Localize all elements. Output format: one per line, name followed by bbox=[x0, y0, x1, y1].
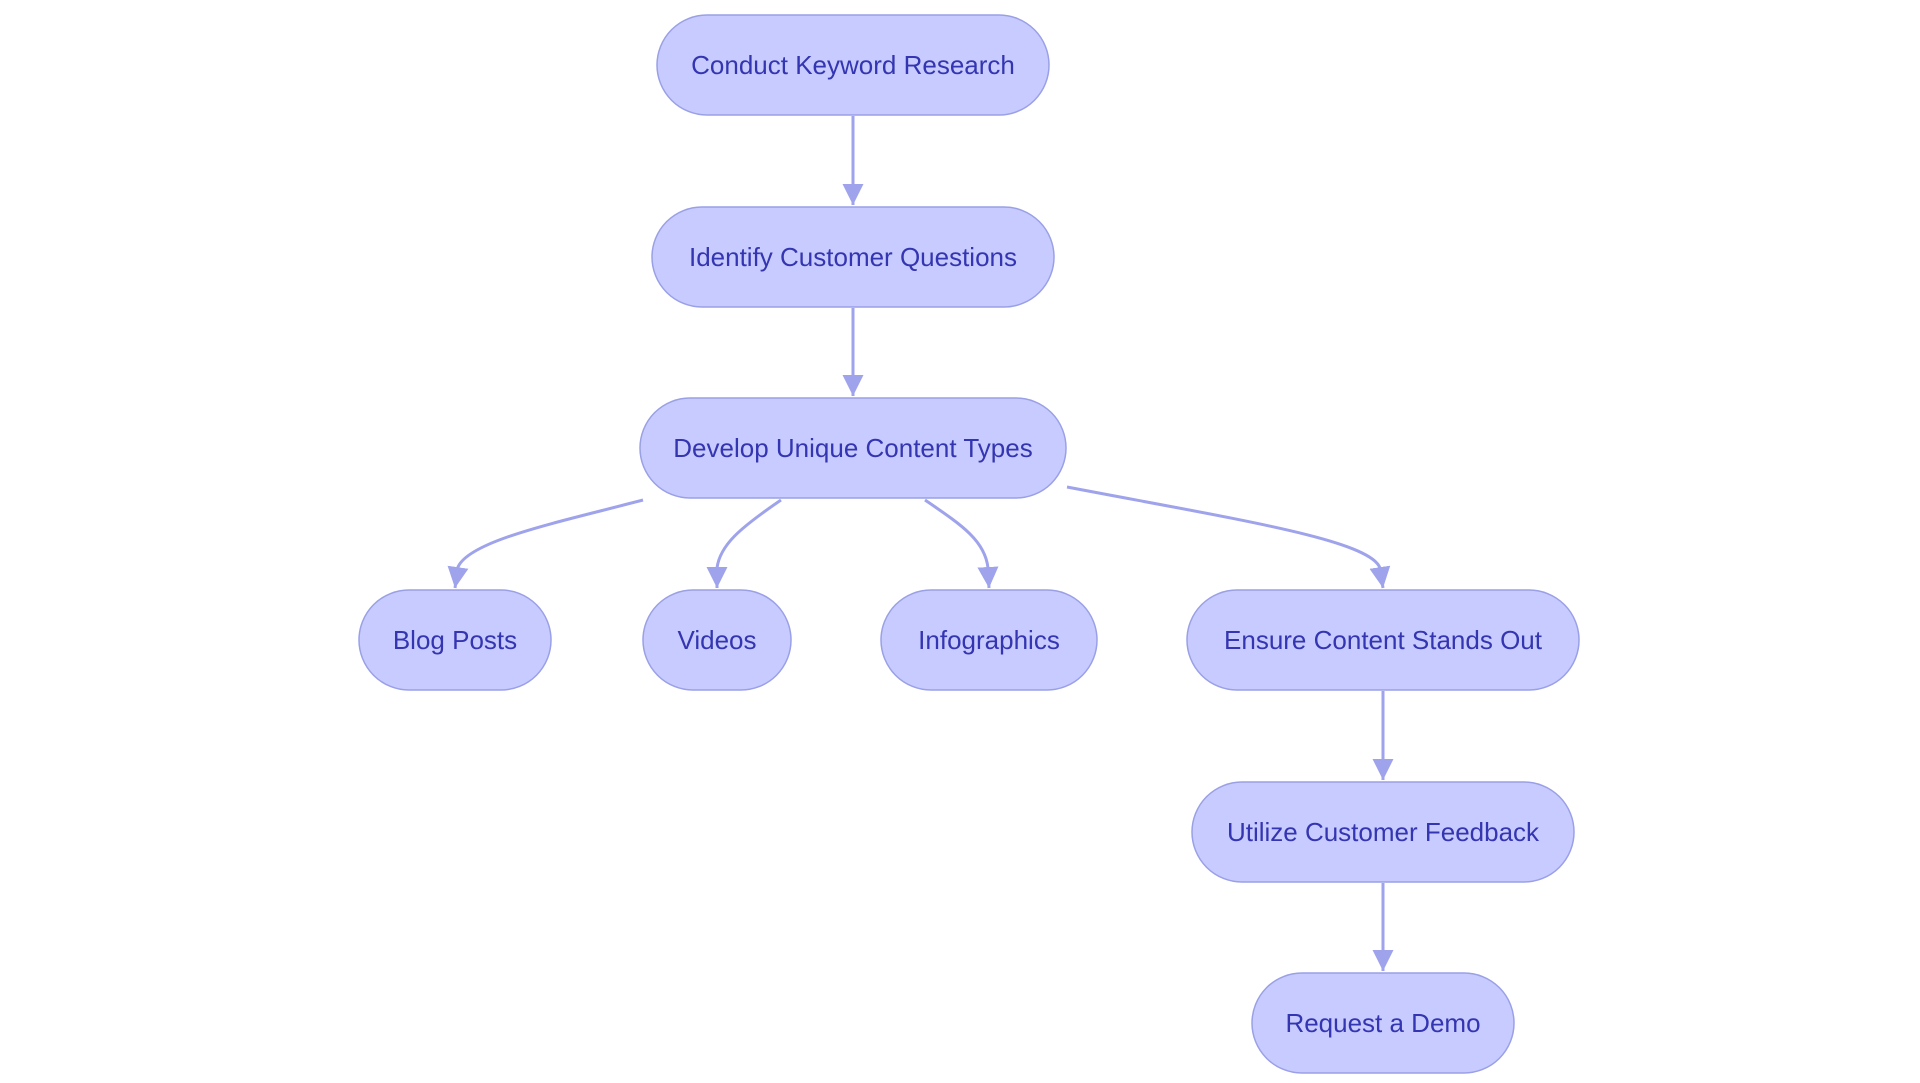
node-shape bbox=[1186, 589, 1580, 691]
node-label: Infographics bbox=[918, 625, 1060, 655]
node-shape bbox=[1191, 781, 1575, 883]
node-shape bbox=[1251, 972, 1515, 1074]
node-keyword: Conduct Keyword Research bbox=[656, 14, 1050, 116]
node-label: Identify Customer Questions bbox=[689, 242, 1017, 272]
node-shape bbox=[880, 589, 1098, 691]
node-develop: Develop Unique Content Types bbox=[639, 397, 1067, 499]
node-label: Videos bbox=[677, 625, 756, 655]
node-demo: Request a Demo bbox=[1251, 972, 1515, 1074]
node-label: Request a Demo bbox=[1285, 1008, 1480, 1038]
node-standout: Ensure Content Stands Out bbox=[1186, 589, 1580, 691]
node-blog: Blog Posts bbox=[358, 589, 552, 691]
node-shape bbox=[358, 589, 552, 691]
node-shape bbox=[651, 206, 1055, 308]
node-feedback: Utilize Customer Feedback bbox=[1191, 781, 1575, 883]
node-shape bbox=[639, 397, 1067, 499]
edge-develop-to-videos bbox=[706, 498, 782, 588]
node-label: Blog Posts bbox=[393, 625, 517, 655]
node-videos: Videos bbox=[642, 589, 792, 691]
node-shape bbox=[656, 14, 1050, 116]
edge-develop-to-infographics bbox=[924, 498, 999, 589]
node-questions: Identify Customer Questions bbox=[651, 206, 1055, 308]
node-label: Ensure Content Stands Out bbox=[1224, 625, 1543, 655]
node-infographics: Infographics bbox=[880, 589, 1098, 691]
node-label: Conduct Keyword Research bbox=[691, 50, 1015, 80]
node-label: Develop Unique Content Types bbox=[673, 433, 1032, 463]
edge-develop-to-blog bbox=[447, 498, 644, 589]
node-shape bbox=[642, 589, 792, 691]
edge-develop-to-standout bbox=[1066, 485, 1391, 589]
edges bbox=[447, 116, 1394, 971]
node-label: Utilize Customer Feedback bbox=[1227, 817, 1540, 847]
